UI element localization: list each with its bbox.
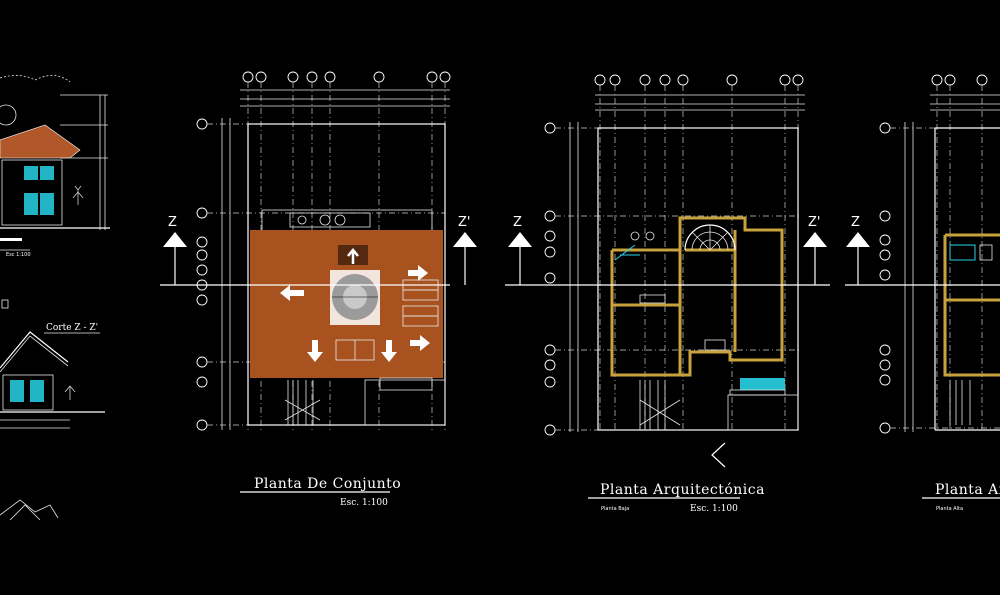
down-arrow-icon [307, 340, 323, 362]
elevation-view: Esc 1:100 [0, 75, 110, 258]
upper-floor-subtitle: Planta Alta [936, 506, 963, 512]
section-marker-right: Z' [808, 215, 820, 230]
section-marker-left: Z [513, 215, 522, 230]
right-arrow-icon [408, 265, 428, 281]
section-title: Corte Z - Z' [46, 323, 98, 333]
ground-floor-title: Planta Arquitectónica [600, 482, 765, 498]
site-plan-scale: Esc. 1:100 [340, 498, 388, 508]
upper-floor-title: Planta Arqu [935, 482, 1000, 498]
site-plan-view: Z Z' Planta De Conjunto Esc. 1:100 [160, 71, 477, 508]
section-marker-right: Z' [458, 215, 470, 230]
ground-floor-plan-view: Z Z' Planta Arquitectónica Planta Baja E… [505, 74, 830, 514]
ground-floor-subtitle: Planta Baja [601, 506, 629, 512]
right-arrow-icon [410, 335, 430, 351]
up-arrow-icon [347, 248, 359, 264]
site-plan-title: Planta De Conjunto [254, 476, 401, 492]
section-view: Corte Z - Z' [0, 299, 105, 521]
site-plan-axis-bubbles-left [196, 118, 231, 431]
ground-floor-lot-boundary [597, 127, 799, 431]
ground-floor-axis-bubbles-left [544, 122, 579, 436]
left-arrow-icon [280, 285, 304, 301]
site-lot-boundary [247, 123, 446, 426]
site-plan-axis-bubbles-top [240, 71, 451, 107]
section-marker-left: Z [168, 215, 177, 230]
ground-floor-scale: Esc. 1:100 [690, 504, 738, 514]
elevation-scale-label: Esc 1:100 [6, 252, 31, 258]
section-marker-left: Z [851, 215, 860, 230]
down-arrow-icon [381, 340, 397, 362]
upper-floor-plan-view: Z Planta Arqu Planta Alta [845, 74, 1000, 512]
chevron-left-icon [711, 442, 726, 468]
